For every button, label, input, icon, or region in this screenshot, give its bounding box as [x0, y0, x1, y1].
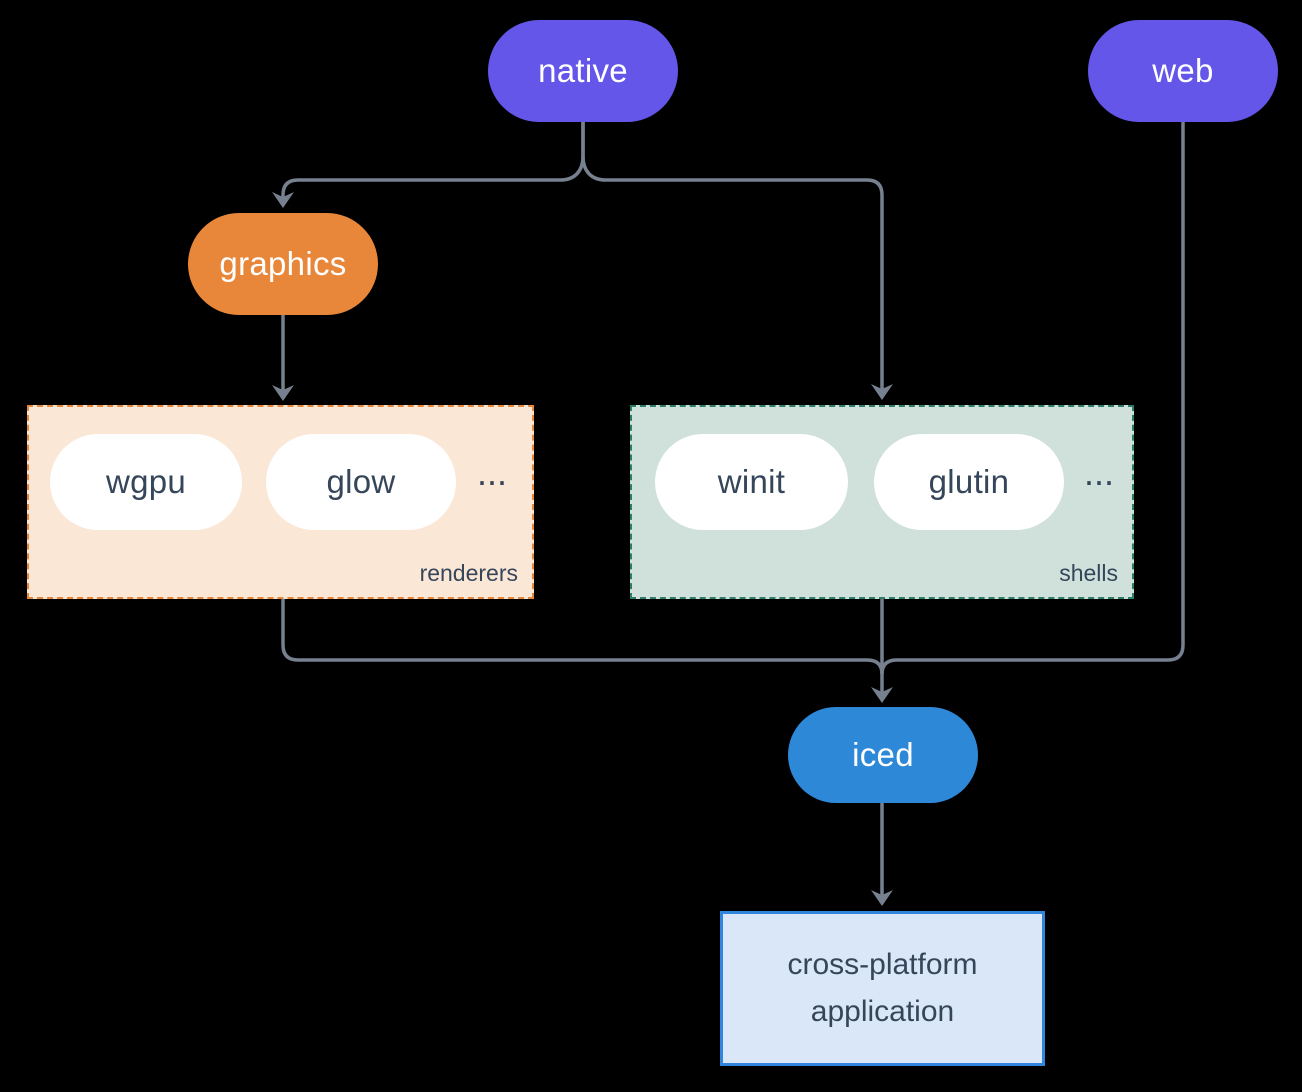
node-glow: glow	[266, 434, 456, 530]
node-glow-label: glow	[326, 463, 396, 500]
node-winit-label: winit	[717, 463, 786, 500]
arrowhead-into-shells	[871, 384, 893, 400]
renderers-ellipsis: ...	[477, 452, 508, 493]
group-shells-caption: shells	[1059, 560, 1118, 586]
edge-renderers-to-iced	[281, 599, 884, 675]
group-shells: winit glutin ... shells	[630, 405, 1134, 599]
node-application-label-line1: cross-platform	[787, 948, 978, 981]
arrowhead-into-renderers	[272, 385, 294, 401]
node-application-label-line2: application	[810, 994, 955, 1028]
node-web-label: web	[1152, 52, 1214, 89]
group-renderers: wgpu glow ... renderers	[27, 405, 534, 599]
group-renderers-caption: renderers	[419, 560, 518, 586]
node-winit: winit	[655, 434, 848, 530]
node-iced: iced	[788, 707, 978, 803]
node-glutin: glutin	[874, 434, 1064, 530]
node-glutin-label: glutin	[928, 463, 1010, 500]
edge-native-to-graphics	[281, 122, 585, 197]
node-wgpu-label: wgpu	[105, 463, 187, 500]
node-application: cross-platform application	[720, 911, 1045, 1066]
arrowhead-into-application	[871, 890, 893, 906]
node-iced-label: iced	[852, 736, 914, 773]
node-native: native	[488, 20, 678, 122]
edge-native-to-shells	[581, 122, 884, 389]
node-web: web	[1088, 20, 1278, 122]
node-graphics: graphics	[188, 213, 378, 315]
arrowhead-into-graphics	[272, 192, 294, 208]
arrowhead-into-iced	[871, 687, 893, 703]
node-native-label: native	[538, 52, 628, 89]
node-wgpu: wgpu	[50, 434, 242, 530]
node-graphics-label: graphics	[219, 245, 347, 282]
shells-ellipsis: ...	[1084, 452, 1115, 493]
